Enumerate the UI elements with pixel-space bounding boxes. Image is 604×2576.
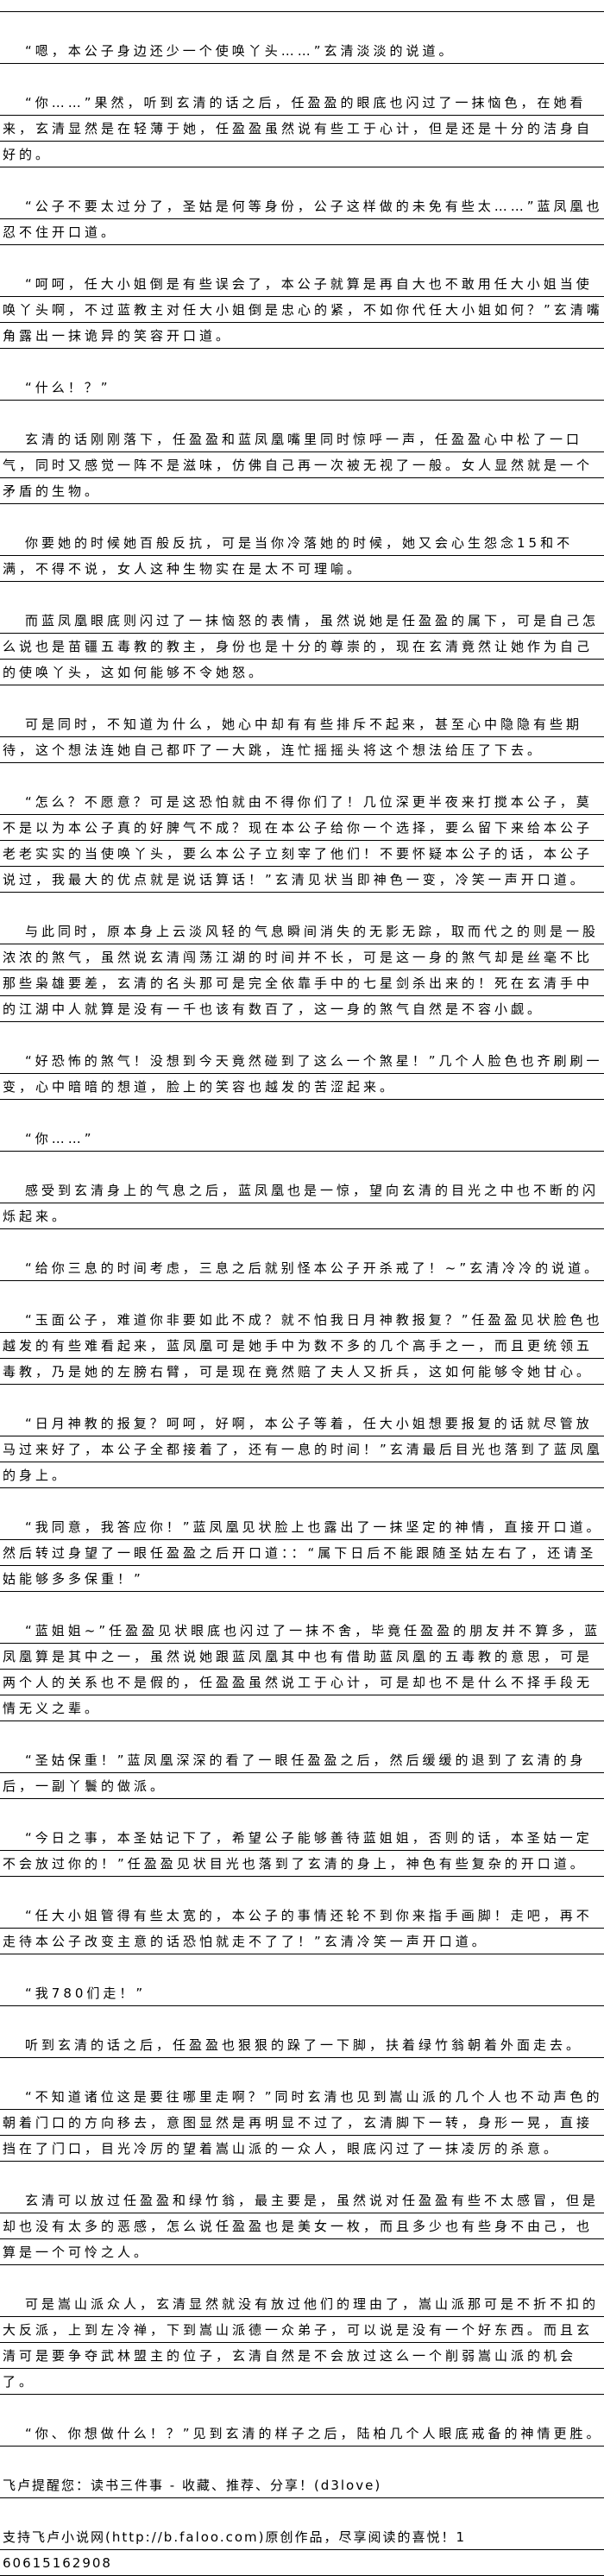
paragraph: “公子不要太过分了，圣姑是何等身份，公子这样做的未免有些太……”蓝凤凰也忍不住开… (0, 193, 604, 245)
paragraph: 可是同时，不知道为什么，她心中却有有些排斥不起来，甚至心中隐隐有些期待，这个想法… (0, 711, 604, 763)
reading-reminder: 飞卢提醒您：读书三件事 - 收藏、推荐、分享！(d3love) (0, 2472, 604, 2498)
paragraph: 而蓝凤凰眼底则闪过了一抹恼怒的表情，虽然说她是任盈盈的属下，可是自己怎么说也是苗… (0, 608, 604, 685)
paragraph: “什么！？” (0, 375, 604, 401)
paragraph: “玉面公子，难道你非要如此不成？就不怕我日月神教报复？”任盈盈见状脸色也越发的有… (0, 1307, 604, 1385)
paragraph: “蓝姐姐~”任盈盈见状眼底也闪过了一抹不舍，毕竟任盈盈的朋友并不算多，蓝凤凰算是… (0, 1618, 604, 1721)
paragraph: “给你三息的时间考虑，三息之后就别怪本公子开杀戒了！~”玄清冷冷的说道。 (0, 1255, 604, 1281)
paragraph: “我同意，我答应你！”蓝凤凰见状脸上也露出了一抹坚定的神情，直接开口道。然后转过… (0, 1514, 604, 1592)
paragraph: “嗯，本公子身边还少一个使唤丫头……”玄清淡淡的说道。 (0, 38, 604, 64)
paragraph: “怎么？不愿意？可是这恐怕就由不得你们了！几位深更半夜来打搅本公子，莫不是以为本… (0, 789, 604, 893)
paragraph: 玄清的话刚刚落下，任盈盈和蓝凤凰嘴里同时惊呼一声，任盈盈心中松了一口气，同时又感… (0, 426, 604, 504)
chapter-text: “嗯，本公子身边还少一个使唤丫头……”玄清淡淡的说道。 “你……”果然，听到玄清的… (0, 0, 604, 2447)
paragraph: 感受到玄清身上的气息之后，蓝凤凰也是一惊，望向玄清的目光之中也不断的闪烁起来。 (0, 1178, 604, 1229)
paragraph: “好恐怖的煞气！没想到今天竟然碰到了这么一个煞星！”几个人脸色也齐刷刷一变，心中… (0, 1048, 604, 1100)
paragraph: 听到玄清的话之后，任盈盈也狠狠的跺了一下脚，扶着绿竹翁朝着外面走去。 (0, 2032, 604, 2058)
chapter-footer: 飞卢提醒您：读书三件事 - 收藏、推荐、分享！(d3love) 支持飞卢小说网(… (0, 2472, 604, 2576)
paragraph: “我780们走！” (0, 1980, 604, 2006)
paragraph: “你……” (0, 1126, 604, 1152)
paragraph: “你、你想做什么！？”见到玄清的样子之后，陆柏几个人眼底戒备的神情更胜。 (0, 2421, 604, 2447)
chapter-code: 60615162908 (0, 2550, 604, 2576)
paragraph: “圣姑保重！”蓝凤凰深深的看了一眼任盈盈之后，然后缓缓的退到了玄清的身后，一副丫… (0, 1747, 604, 1799)
paragraph: 玄清可以放过任盈盈和绿竹翁，最主要是，虽然说对任盈盈有些不太感冒，但是却也没有太… (0, 2188, 604, 2265)
paragraph (0, 0, 604, 12)
paragraph: “你……”果然，听到玄清的话之后，任盈盈的眼底也闪过了一抹恼色，在她看来，玄清显… (0, 90, 604, 167)
paragraph: “呵呵，任大小姐倒是有些误会了，本公子就算是再自大也不敢用任大小姐当使唤丫头啊，… (0, 271, 604, 349)
paragraph: “不知道诸位这是要往哪里走啊？”同时玄清也见到嵩山派的几个人也不动声色的朝着门口… (0, 2084, 604, 2162)
site-support-link[interactable]: 支持飞卢小说网(http://b.faloo.com)原创作品，尽享阅读的喜悦！… (0, 2524, 604, 2550)
paragraph: “日月神教的报复？呵呵，好啊，本公子等着，任大小姐想要报复的话就尽管放马过来好了… (0, 1411, 604, 1488)
paragraph: 与此同时，原本身上云淡风轻的气息瞬间消失的无影无踪，取而代之的则是一股浓浓的煞气… (0, 919, 604, 1022)
paragraph: 可是嵩山派众人，玄清显然就没有放过他们的理由了，嵩山派那可是不折不扣的大反派，上… (0, 2291, 604, 2395)
paragraph: “任大小姐管得有些太宽的，本公子的事情还轮不到你来指手画脚！走吧，再不走待本公子… (0, 1903, 604, 1954)
paragraph: 你要她的时候她百般反抗，可是当你冷落她的时候，她又会心生怨念15和不满，不得不说… (0, 530, 604, 582)
paragraph: “今日之事，本圣姑记下了，希望公子能够善待蓝姐姐，否则的话，本圣姑一定不会放过你… (0, 1825, 604, 1877)
